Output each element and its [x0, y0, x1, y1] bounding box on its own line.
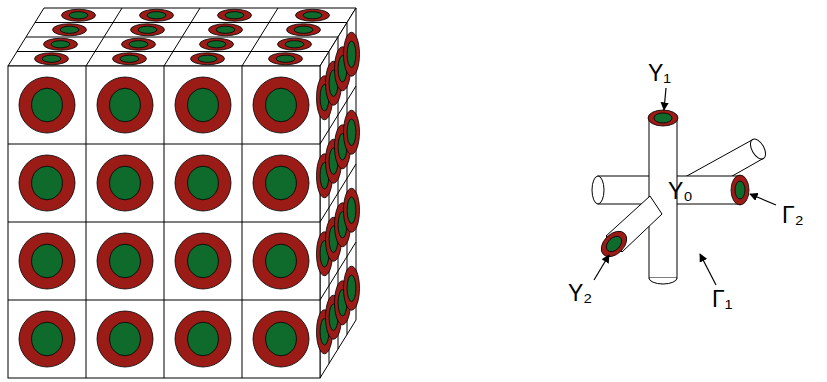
coating	[19, 155, 75, 211]
coating	[253, 311, 309, 367]
coating	[175, 311, 231, 367]
coating	[97, 311, 153, 367]
inclusion	[32, 166, 63, 200]
region-label: Y₀	[668, 180, 693, 203]
inclusion	[266, 88, 297, 122]
inclusion	[216, 26, 235, 33]
grid-line	[8, 222, 320, 223]
coating	[97, 155, 153, 211]
inclusion	[188, 322, 219, 356]
coating	[19, 311, 75, 367]
coating	[175, 233, 231, 289]
coating	[253, 155, 309, 211]
inclusion	[32, 244, 63, 278]
inclusion	[266, 322, 297, 356]
leader-arrow	[664, 88, 666, 110]
inclusion	[207, 41, 226, 48]
grid-line	[8, 300, 320, 301]
inclusion	[347, 41, 356, 67]
inclusion	[285, 41, 304, 48]
inclusion	[138, 26, 157, 33]
inclusion	[120, 55, 139, 62]
front-face	[8, 66, 320, 378]
inclusion	[303, 12, 322, 19]
coating	[200, 38, 234, 50]
inclusion	[69, 12, 88, 19]
coating	[53, 24, 87, 36]
coating	[209, 24, 243, 36]
coating	[131, 24, 165, 36]
coating	[191, 53, 225, 65]
coating	[35, 53, 69, 65]
leader-arrow	[700, 254, 716, 285]
coating	[218, 9, 252, 21]
coating	[253, 77, 309, 133]
region-label: Γ₁	[712, 288, 732, 311]
inclusion	[51, 41, 70, 48]
inclusion	[147, 12, 166, 19]
inclusion	[42, 55, 61, 62]
inclusion	[129, 41, 148, 48]
coating	[62, 9, 96, 21]
inclusion	[32, 88, 63, 122]
inclusion	[276, 55, 295, 62]
coating	[140, 9, 174, 21]
inclusion	[347, 197, 356, 223]
inclusion	[266, 244, 297, 278]
region-label: Y₁	[648, 62, 671, 85]
inclusion	[110, 322, 141, 356]
coating	[253, 233, 309, 289]
coating	[344, 188, 360, 232]
coating	[296, 9, 330, 21]
inclusion	[198, 55, 217, 62]
inclusion	[110, 166, 141, 200]
coating	[97, 77, 153, 133]
inclusion	[32, 322, 63, 356]
coating	[344, 266, 360, 310]
coating	[344, 32, 360, 76]
inclusion	[347, 119, 356, 145]
inclusion	[110, 244, 141, 278]
leader-arrow	[750, 194, 776, 205]
coating	[287, 24, 321, 36]
coating	[44, 38, 78, 50]
coating	[278, 38, 312, 50]
top-face	[8, 8, 356, 66]
grid-line	[242, 66, 243, 378]
coating	[19, 77, 75, 133]
region-label: Y₂	[568, 282, 592, 305]
coating	[344, 110, 360, 154]
inclusion	[294, 26, 313, 33]
inclusion	[110, 88, 141, 122]
region-label: Γ₂	[782, 204, 804, 227]
grid-line	[26, 37, 338, 38]
grid-line	[35, 22, 347, 23]
inclusion	[347, 275, 356, 301]
coating	[269, 53, 303, 65]
coating	[175, 155, 231, 211]
coating	[175, 77, 231, 133]
inclusion	[188, 244, 219, 278]
leader-arrow	[594, 255, 609, 280]
coating	[113, 53, 147, 65]
inclusion	[60, 26, 79, 33]
coating	[19, 233, 75, 289]
inclusion	[188, 88, 219, 122]
coating	[97, 233, 153, 289]
coating	[122, 38, 156, 50]
inclusion	[188, 166, 219, 200]
inclusion	[225, 12, 244, 19]
inclusion	[266, 166, 297, 200]
